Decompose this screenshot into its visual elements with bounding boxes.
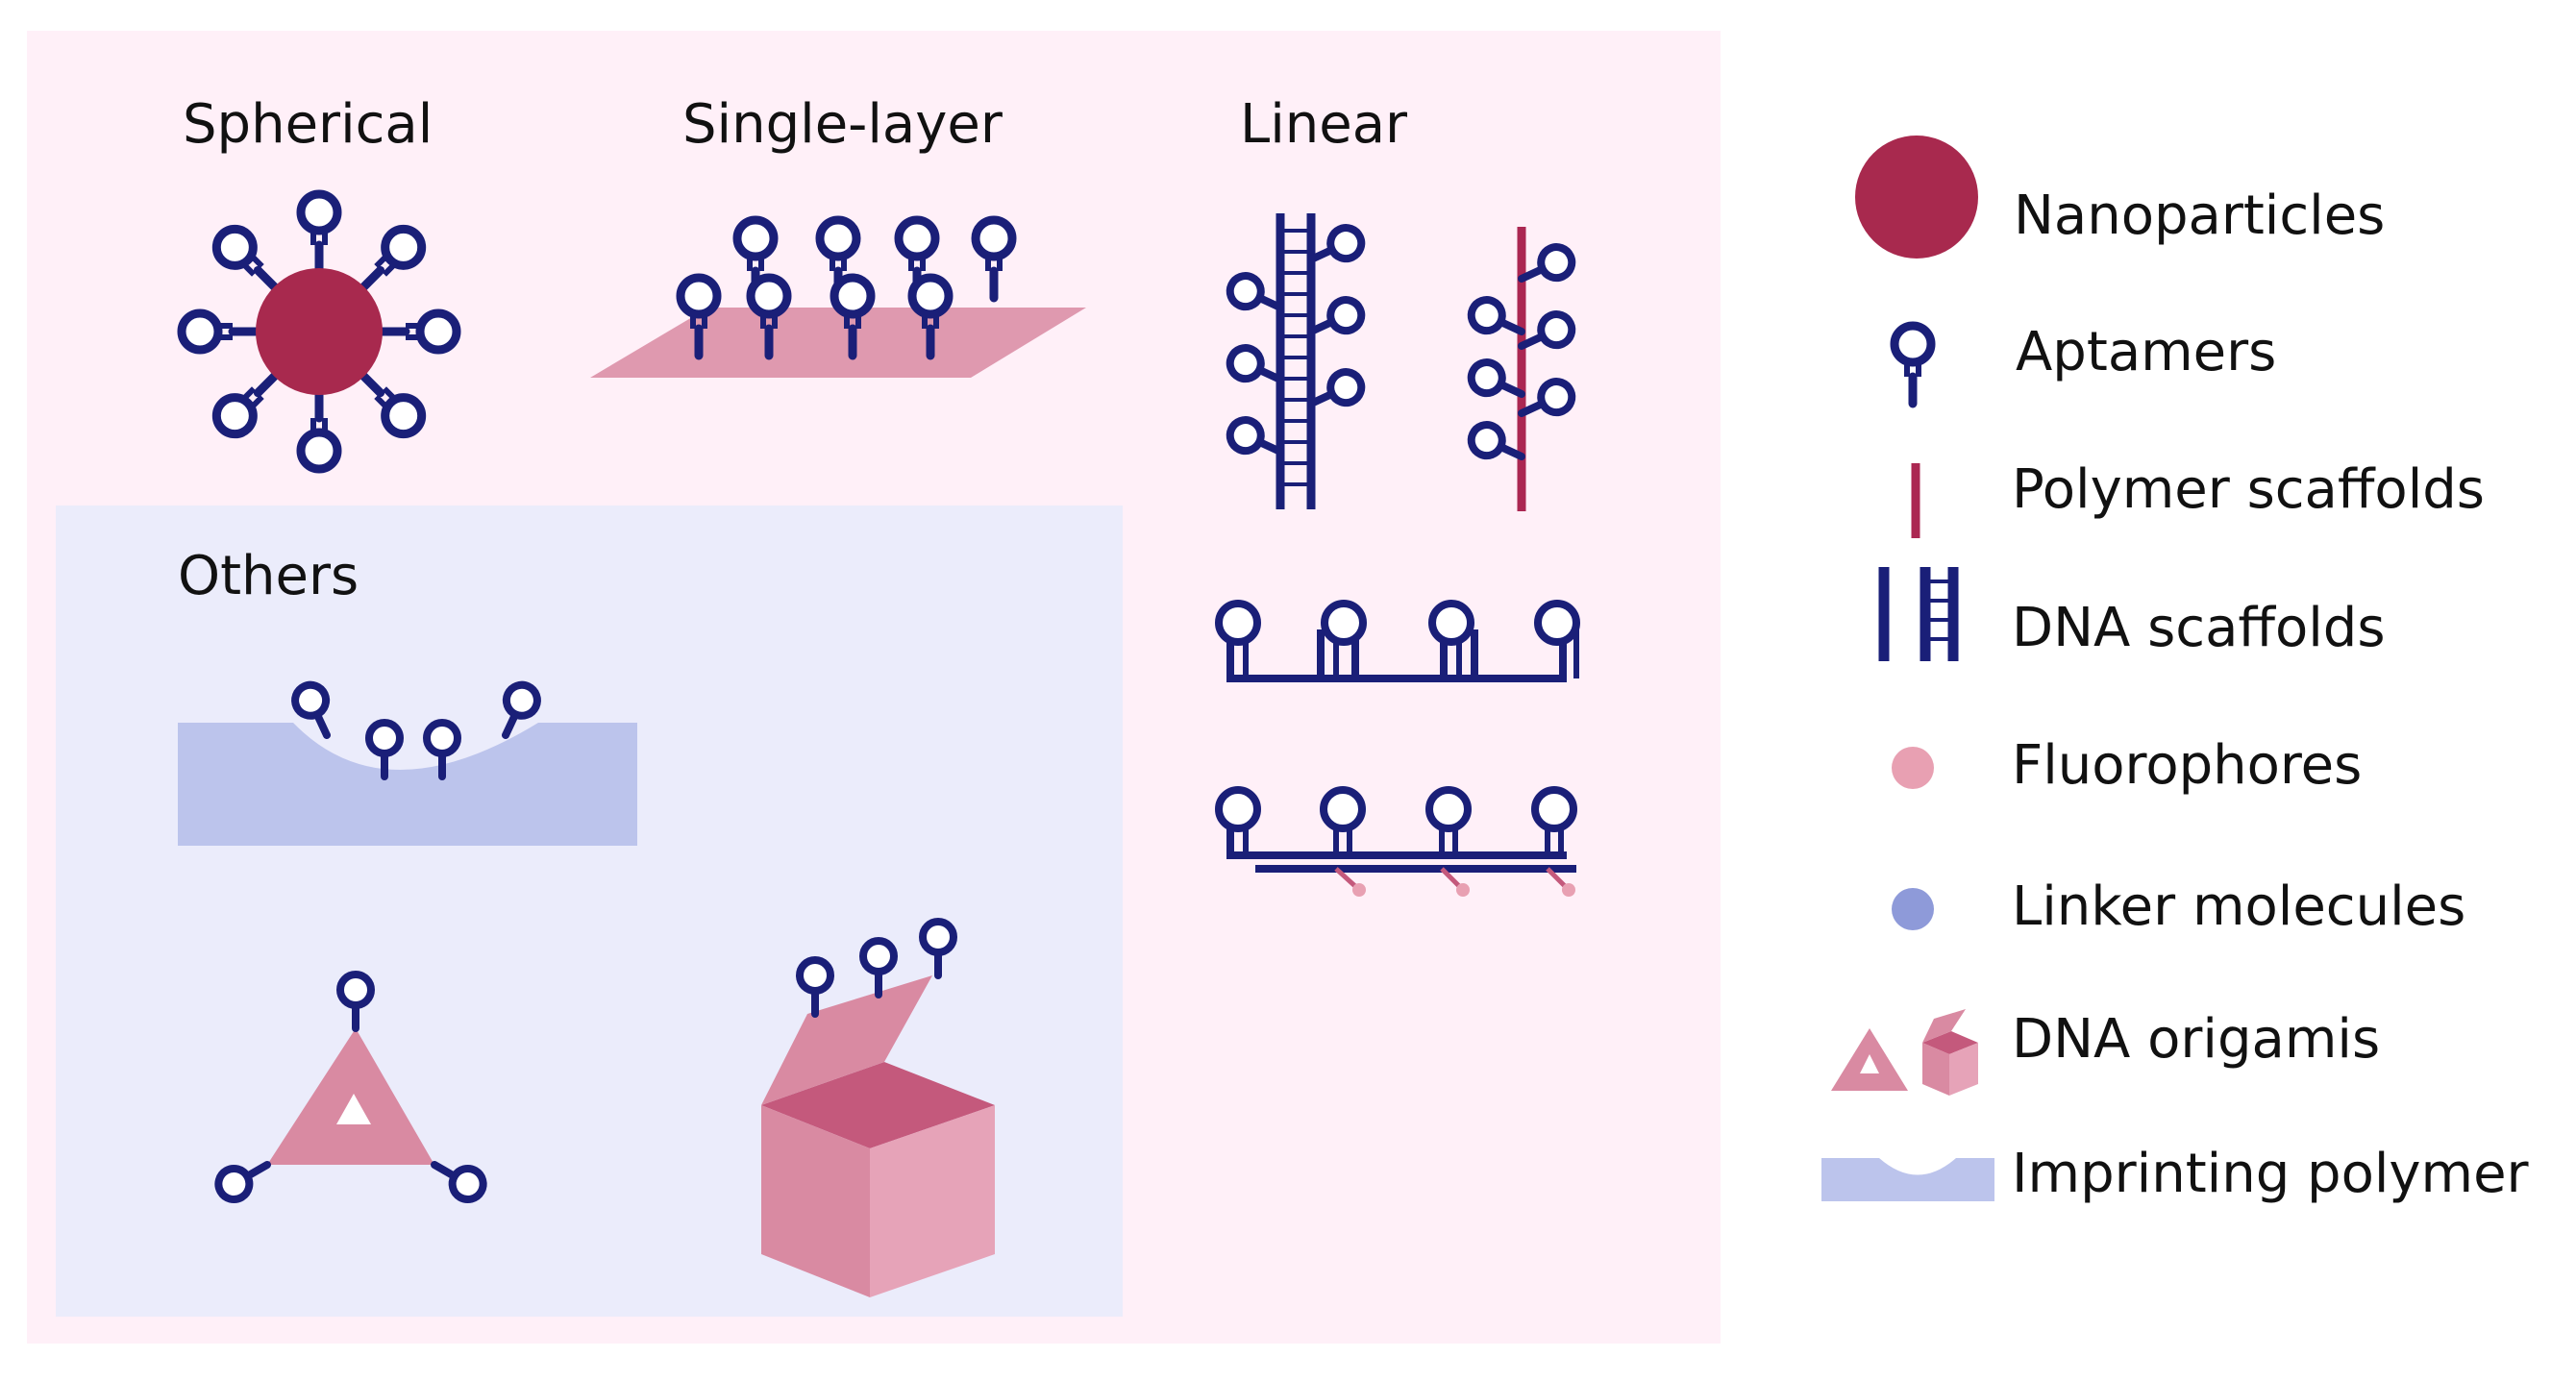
legend-label-nanoparticles: Nanoparticles (2014, 185, 2385, 247)
section-label-spherical: Spherical (183, 93, 433, 156)
linear-chained-aptamers (1215, 600, 1580, 682)
legend-label-polymer-scaffolds: Polymer scaffolds (2012, 458, 2485, 521)
legend-label-linker-molecules: Linker molecules (2012, 875, 2465, 938)
legend-label-fluorophores: Fluorophores (2012, 734, 2362, 797)
linear-dna-chained-aptamers (1215, 786, 1577, 897)
others-imprinting-polymer (178, 679, 637, 846)
others-dna-origami-box (761, 922, 995, 1297)
linear-polymer-scaffold (1466, 227, 1576, 511)
single-layer-aptamer-surface (590, 220, 1086, 378)
legend-label-dna-origamis: DNA origamis (2012, 1008, 2380, 1071)
fluorophore-icon (1892, 747, 1934, 789)
aptamer-icon (1895, 326, 1931, 404)
fluorophore-dot (1352, 883, 1366, 897)
nanoparticle-icon (1855, 136, 1978, 259)
spherical-aptamer-nanoparticle (182, 194, 457, 469)
fluorophore-dot (1562, 883, 1575, 897)
section-label-linear: Linear (1240, 93, 1408, 156)
section-label-others: Others (178, 545, 359, 607)
legend-label-imprinting-polymer: Imprinting polymer (2012, 1143, 2530, 1205)
legend-label-aptamers: Aptamers (2016, 321, 2276, 383)
imprinting-polymer-icon (1821, 1158, 1994, 1201)
linear-dna-scaffold (1225, 213, 1366, 509)
legend-label-dna-scaffolds: DNA scaffolds (2012, 597, 2386, 659)
nanoparticle-core (256, 268, 383, 395)
others-dna-origami-triangle (213, 974, 489, 1205)
single-layer-surface (590, 308, 1086, 378)
linker-icon (1892, 888, 1934, 930)
fluorophore-dot (1456, 883, 1470, 897)
section-label-single-layer: Single-layer (682, 93, 1003, 156)
dna-scaffold-icon (1878, 567, 1959, 661)
legend: Nanoparticles Aptamers Polymer scaffolds… (1821, 136, 2530, 1205)
dna-origami-icon (1831, 1009, 1978, 1096)
